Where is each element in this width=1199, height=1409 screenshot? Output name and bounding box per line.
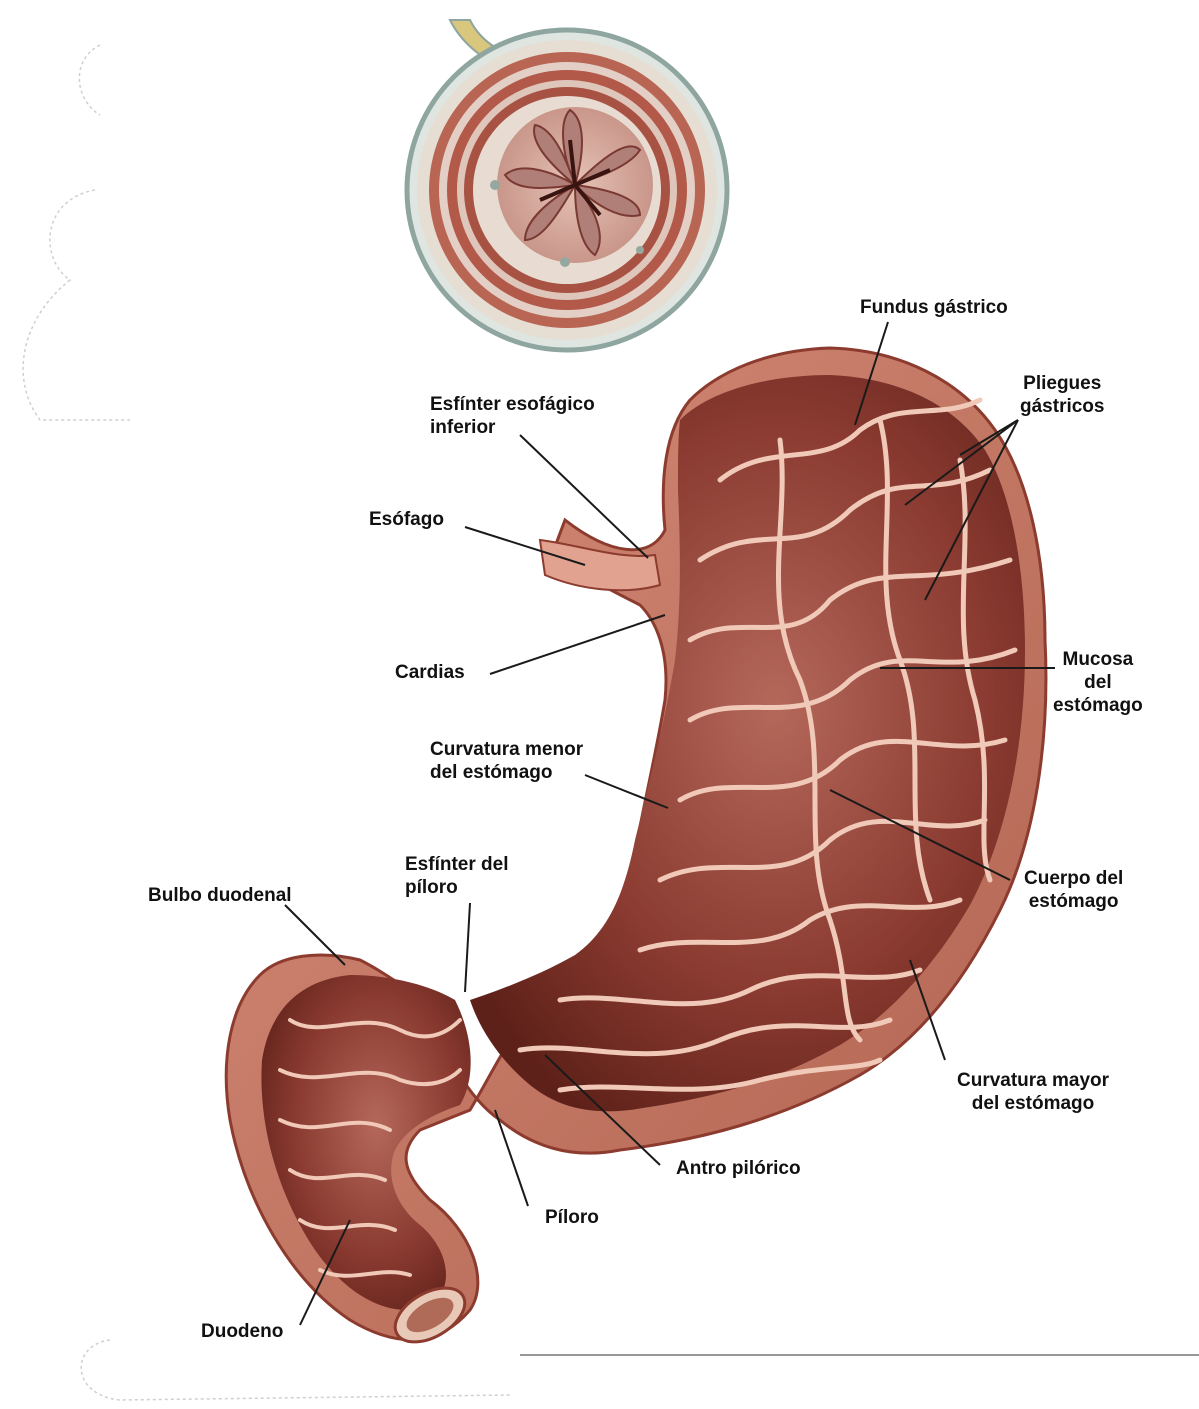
label-esfinter-esofagico: Esfínter esofágico inferior — [430, 394, 595, 438]
torn-paper-edge — [22, 44, 511, 1401]
label-piloro: Píloro — [545, 1207, 599, 1228]
label-mucosa: Mucosa del estómago — [1053, 649, 1143, 716]
label-cuerpo: Cuerpo del estómago — [1024, 868, 1124, 912]
label-cardias: Cardias — [395, 662, 465, 683]
label-bulbo-duodenal: Bulbo duodenal — [148, 885, 292, 906]
label-fundus: Fundus gástrico — [860, 297, 1008, 318]
label-antro-pilorico: Antro pilórico — [676, 1158, 801, 1179]
gastric-folds — [517, 397, 1018, 1093]
label-duodeno: Duodeno — [201, 1321, 284, 1342]
leader-lines — [284, 321, 1055, 1326]
label-pliegues-gastricos: Pliegues gástricos — [1020, 373, 1105, 417]
label-esofago: Esófago — [369, 509, 444, 530]
esophagus-cross-section — [404, 19, 730, 353]
stomach-body — [224, 346, 1048, 1344]
label-curvatura-mayor: Curvatura mayor del estómago — [957, 1070, 1110, 1114]
label-esfinter-piloro: Esfínter del píloro — [405, 854, 509, 898]
duodenal-folds — [278, 1018, 462, 1278]
label-curvatura-menor: Curvatura menor del estómago — [430, 739, 584, 783]
